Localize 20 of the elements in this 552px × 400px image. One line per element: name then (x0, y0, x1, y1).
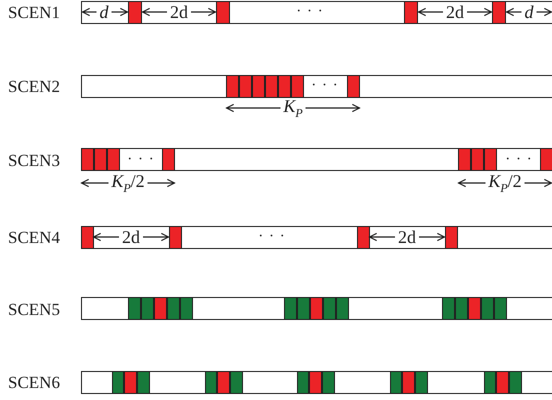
ellipsis: · · · (311, 78, 339, 94)
dimension-label: d (524, 3, 534, 21)
dimension-label: 2d (446, 3, 464, 21)
row-label: SCEN1 (8, 4, 60, 21)
row-label: SCEN5 (8, 301, 60, 318)
dimension-label: K$_{P}$ (283, 97, 303, 119)
dimension-label: 2d (170, 3, 188, 21)
dimension-label: K$_{P}$/2 (111, 172, 145, 194)
dimension-label: 2d (398, 228, 416, 246)
ellipsis: · · · (505, 152, 533, 168)
ellipsis: · · · (296, 4, 324, 20)
dimension-label: K$_{P}$/2 (488, 172, 522, 194)
row-label: SCEN3 (8, 152, 60, 169)
dimension-label: d (100, 3, 108, 21)
row-label: SCEN2 (8, 78, 60, 95)
ellipsis: · · · (258, 230, 286, 244)
dimension-label: 2d (122, 228, 140, 246)
row-label: SCEN6 (8, 374, 60, 391)
ellipsis: · · · (127, 152, 155, 168)
row-label: SCEN4 (8, 229, 60, 246)
